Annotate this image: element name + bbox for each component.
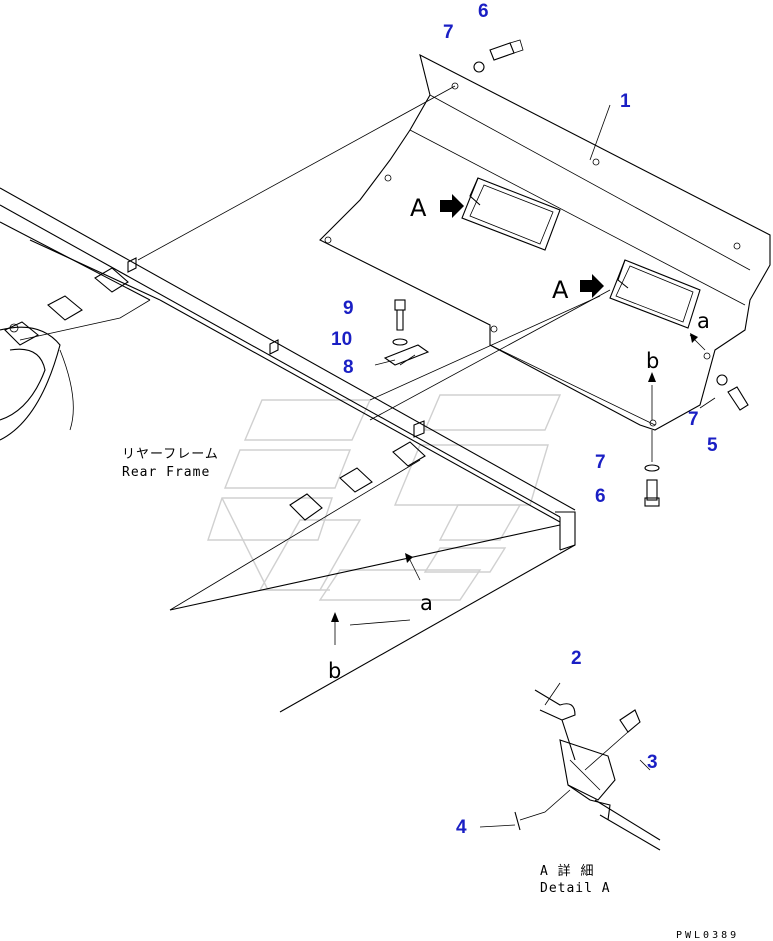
drawing-code: PWL0389 [676, 930, 739, 941]
callout-7-top: 7 [443, 22, 454, 43]
bolt-9 [394, 299, 406, 331]
callout-6-top: 6 [478, 1, 489, 22]
rear-frame-label-en: Rear Frame [122, 465, 210, 480]
detail-label-en: Detail A [540, 881, 611, 896]
view-label-a-1: A [410, 194, 427, 222]
detail-label-jp: A 詳 細 [540, 863, 594, 879]
view-label-a-2: A [552, 276, 569, 304]
callout-2: 2 [571, 648, 582, 669]
callout-8: 8 [343, 357, 354, 378]
ref-label-b-1: b [646, 349, 659, 373]
callout-4: 4 [456, 817, 467, 838]
bolt-6-top [489, 39, 524, 61]
plate-8 [383, 344, 430, 366]
callout-9: 9 [343, 298, 354, 319]
cover-plate [319, 53, 771, 431]
watermark-logo [207, 394, 562, 601]
callout-7-right: 7 [688, 409, 699, 430]
callout-6-bottom: 6 [595, 486, 606, 507]
bolt-6-bottom [644, 479, 660, 507]
callout-7-bottom: 7 [595, 452, 606, 473]
callout-10: 10 [331, 329, 352, 350]
ref-label-a-1: a [697, 309, 710, 333]
callout-3: 3 [647, 752, 658, 773]
callout-1: 1 [620, 91, 631, 112]
detail-a [479, 682, 661, 851]
washer-7-right [716, 374, 728, 386]
washer-7-bottom [644, 464, 660, 472]
washer-10 [392, 338, 408, 346]
rear-frame [0, 187, 576, 713]
ref-label-b-2: b [328, 659, 341, 683]
callout-5: 5 [707, 435, 718, 456]
rear-frame-label-jp: リヤーフレーム [122, 447, 219, 462]
washer-7-top [473, 61, 485, 73]
view-arrows [440, 194, 604, 298]
bolt-5 [727, 386, 749, 411]
leader-lines [137, 85, 716, 645]
ref-label-a-2: a [420, 591, 433, 615]
